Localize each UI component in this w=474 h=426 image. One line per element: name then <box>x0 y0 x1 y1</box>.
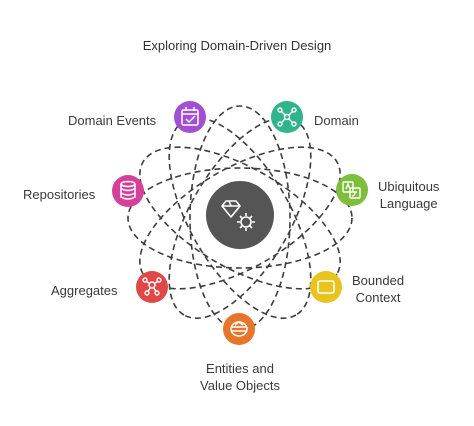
database-icon <box>120 180 136 200</box>
rectangle-icon <box>317 280 335 294</box>
aggregate-network-icon <box>142 277 162 296</box>
label-domain: Domain <box>314 113 359 128</box>
node-domain-events <box>174 101 206 133</box>
label-repositories: Repositories <box>23 187 96 202</box>
diagram-title: Exploring Domain-Driven Design <box>142 38 332 53</box>
entity-layers-icon <box>230 321 248 337</box>
label-domain-events: Domain Events <box>68 113 157 128</box>
label-bounded-context: Bounded Context <box>352 273 405 305</box>
node-bounded-context <box>310 271 342 303</box>
center-hub <box>206 181 274 249</box>
calendar-check-icon <box>181 107 199 126</box>
people-network-icon <box>277 107 297 127</box>
orbit-ellipse <box>127 167 353 269</box>
label-ubiquitous-language: Ubiquitous Language <box>378 179 440 211</box>
node-ubiquitous-language <box>336 174 368 206</box>
label-entities-value-objects: Entities and Value Objects <box>200 361 280 393</box>
node-aggregates <box>136 271 168 303</box>
label-aggregates: Aggregates <box>51 283 118 298</box>
node-domain <box>271 101 303 133</box>
gem-gear-icon <box>221 200 255 231</box>
orbit-ellipse <box>139 146 341 290</box>
translate-icon <box>342 181 361 199</box>
node-entities-value-objects <box>223 313 255 345</box>
node-repositories <box>112 175 144 207</box>
